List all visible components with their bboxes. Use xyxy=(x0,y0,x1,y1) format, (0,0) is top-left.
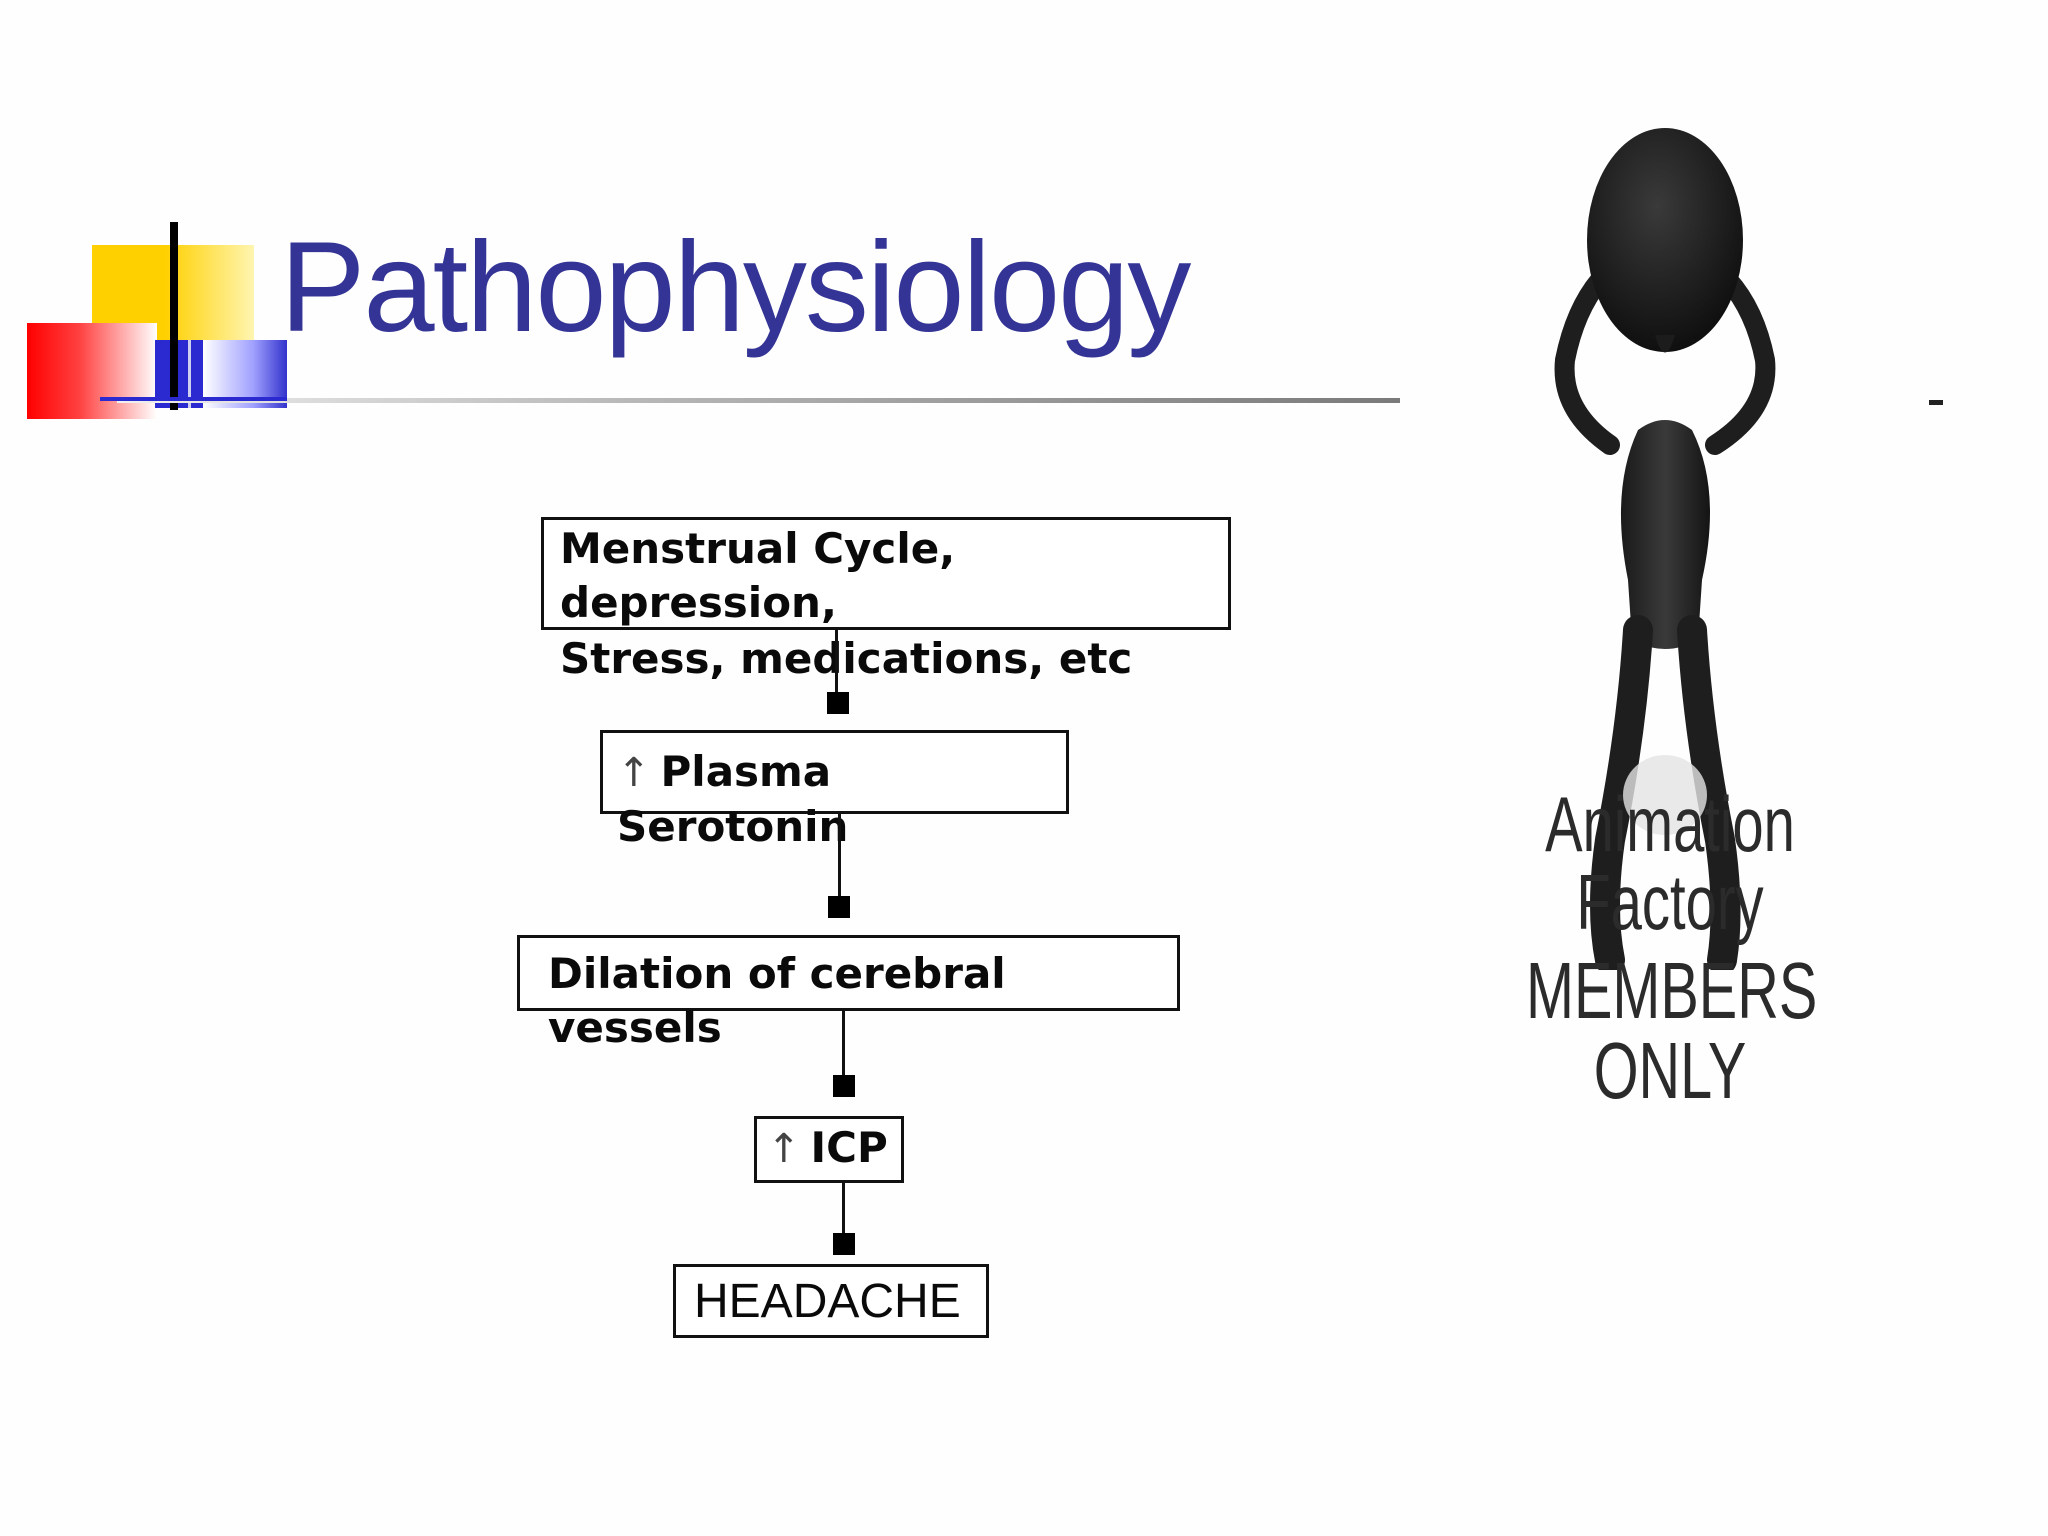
flow-arrowhead-1 xyxy=(827,692,849,714)
slide-title: Pathophysiology xyxy=(280,216,1191,359)
title-decoration-vertical-bar xyxy=(170,222,178,410)
title-decoration-thin-bar xyxy=(188,340,191,408)
flow-box-dilation: Dilation of cerebral vessels xyxy=(517,935,1180,1052)
flow-box-triggers: Menstrual Cycle, depression, Stress, med… xyxy=(541,517,1231,683)
watermark-line1: Animation Factory xyxy=(1545,780,1795,946)
flow-arrowhead-2 xyxy=(828,896,850,918)
flow-connector-1 xyxy=(835,630,838,703)
title-decoration-blue-rule xyxy=(100,397,287,401)
flow-connector-3 xyxy=(842,1011,845,1091)
flow-box-plasma-serotonin: ↑Plasma Serotonin xyxy=(600,730,1069,851)
flow-box-headache-label: HEADACHE xyxy=(694,1275,961,1328)
up-arrow-icon: ↑ xyxy=(617,750,651,796)
flow-box-headache: HEADACHE xyxy=(673,1264,989,1338)
stray-dash-mark xyxy=(1929,400,1943,405)
flow-box-icp: ↑ICP xyxy=(754,1116,904,1183)
headache-figure-image xyxy=(1554,128,1776,970)
title-underline-rule xyxy=(117,398,1400,403)
flow-connector-4 xyxy=(842,1183,845,1239)
title-decoration-blue-square xyxy=(155,340,203,408)
flow-box-plasma-serotonin-label: Plasma Serotonin xyxy=(617,747,849,851)
title-decoration-blue-fade-square xyxy=(203,340,287,408)
flow-connector-2 xyxy=(838,814,841,909)
title-decoration-red-square xyxy=(27,323,157,419)
up-arrow-icon: ↑ xyxy=(767,1126,801,1172)
flow-box-icp-label: ICP xyxy=(810,1123,888,1172)
watermark-line2: MEMBERS ONLY xyxy=(1526,946,1818,1115)
watermark-text: Animation Factory MEMBERS ONLY xyxy=(1526,780,1818,1115)
flow-box-triggers-line2: Stress, medications, etc xyxy=(560,634,1133,683)
flow-box-dilation-label: Dilation of cerebral vessels xyxy=(548,949,1006,1052)
flow-arrowhead-3 xyxy=(833,1075,855,1097)
flow-arrowhead-4 xyxy=(833,1233,855,1255)
flow-box-triggers-line1: Menstrual Cycle, depression, xyxy=(560,524,956,627)
